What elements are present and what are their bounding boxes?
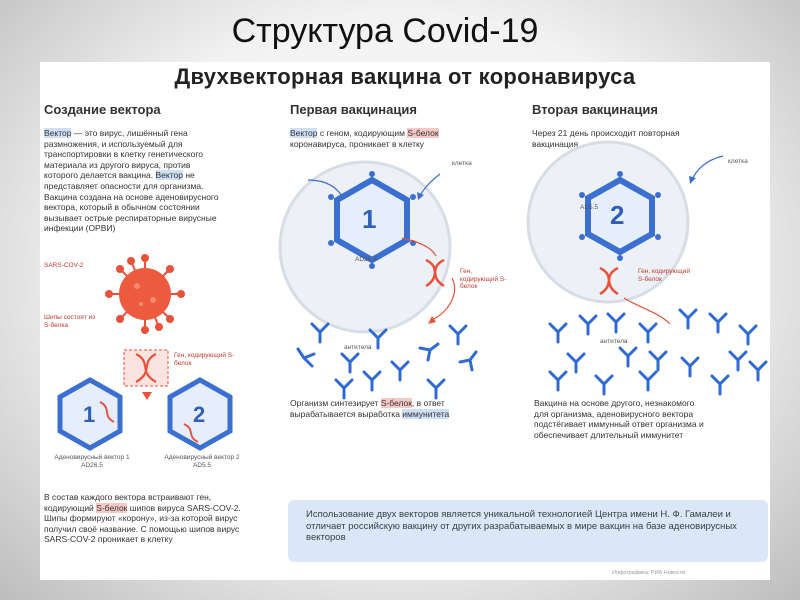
slide-title: Структура Covid-19 [231,12,539,50]
vector-definition-text: Вектор — это вирус, лишённый гена размно… [44,128,219,234]
info-banner: Использование двух векторов является уни… [288,500,768,562]
spikes-label: Шипы состоят из S-белка [44,314,96,329]
gene-label-col1: Ген, кодирующий S-белок [174,352,235,367]
antibodies-group-1 [296,322,478,400]
vector-1-number: 1 [83,402,96,427]
vector-2-label: Аденовирусный вектор 2 AD5.5 [164,454,240,469]
sars-label: SARS-COV-2 [44,262,84,269]
antibodies-label-1: антитела [344,344,372,351]
banner-text: Использование двух векторов является уни… [306,509,737,543]
vector-2-number: 2 [193,402,206,427]
heading-second-vaccination: Вторая вакцинация [532,102,658,117]
first-vaccination-text: Вектор с геном, кодирующим S-белок корон… [290,128,439,149]
cell-vector-2-label: AD5.5 [580,204,599,211]
gene-1-in-cell [401,237,456,324]
antibodies-label-2: антитела [600,338,628,345]
cell-vector-1-number: 1 [362,204,377,234]
credit: Инфографика: РИА Новости [612,570,686,576]
second-vaccination-result: Вакцина на основе другого, незнакомого д… [534,398,704,440]
vector-2-icon [167,377,233,451]
infographic-poster: Двухвекторная вакцина от коронавируса Со… [40,62,770,580]
cell-label-1: клетка [452,160,472,167]
coronavirus-icon [105,254,185,334]
cell-label-2: клетка [728,158,748,165]
gene-label-col3: Ген, кодирующий S-белок [638,268,690,283]
vector-1-label: Аденовирусный вектор 1 AD26.5 [54,454,130,469]
heading-first-vaccination: Первая вакцинация [290,102,417,117]
first-vaccination-result: Организм синтезирует S-белок, в ответ вы… [290,398,450,419]
antibodies-group-2 [548,308,768,396]
second-vaccination-text: Через 21 день происходит повторная вакци… [532,128,680,149]
cell-vector-2-number: 2 [610,200,625,230]
vector-assembly-text: В состав каждого вектора встраивают ген,… [44,492,241,545]
gene-box [123,349,169,400]
vector-1-icon [57,377,123,451]
poster-title: Двухвекторная вакцина от коронавируса [174,64,636,89]
illustrations [57,140,768,451]
vector-1-in-cell [328,171,416,269]
gene-label-col2: Ген, кодирующий S-белок [460,268,507,290]
heading-vector-creation: Создание вектора [44,102,161,117]
gene-2-in-cell [599,266,671,325]
cell-vector-1-label: AD26.5 [355,256,377,263]
vector-2-in-cell [579,171,661,261]
